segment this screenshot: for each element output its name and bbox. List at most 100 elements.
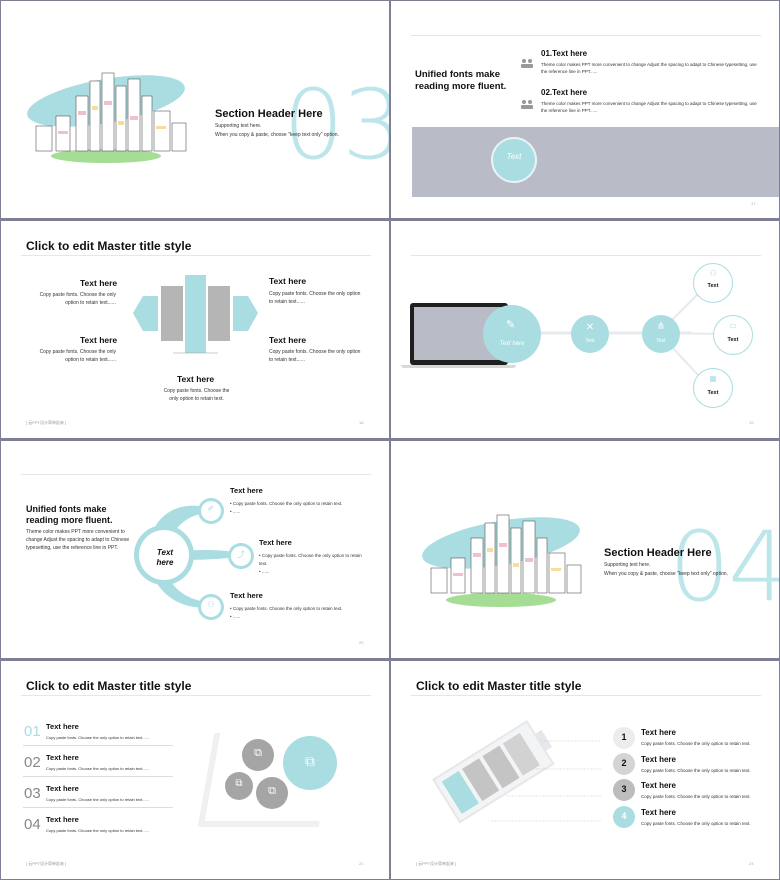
page-number: 23 bbox=[749, 861, 754, 866]
item2-title: Text here bbox=[46, 753, 79, 762]
item3-body: Copy paste fonts. Choose the only option… bbox=[46, 797, 149, 802]
slide-23[interactable]: Click to edit Master title style 1 Text … bbox=[391, 661, 779, 879]
page-number: 18 bbox=[359, 420, 364, 425]
circle-left[interactable] bbox=[225, 772, 253, 800]
item3-bullet2: • ...... bbox=[230, 614, 241, 619]
block2-body: Copy paste fonts. Choose the only option… bbox=[269, 291, 361, 305]
battery-illustration bbox=[432, 720, 555, 824]
item4-title: Text here bbox=[641, 808, 676, 817]
text-circle[interactable] bbox=[491, 137, 537, 183]
item2-bullet: • Copy paste fonts. Choose the only opti… bbox=[259, 553, 362, 566]
growth-icon: ⤴ bbox=[237, 550, 245, 559]
slide-17[interactable]: Unified fonts make reading more fluent. … bbox=[391, 1, 779, 218]
slide-19[interactable]: ✎ Text here ✕ Text ⋔ Text ⚇ Text ▭ Text … bbox=[391, 221, 779, 438]
section-note: When you copy & paste, choose "keep text… bbox=[604, 571, 728, 577]
car-icon: ▭ bbox=[729, 321, 737, 330]
page-number: 22 bbox=[359, 861, 364, 866]
section-title: Section Header Here bbox=[604, 547, 712, 559]
node-people[interactable] bbox=[693, 263, 733, 303]
hexagon-diagram bbox=[133, 275, 258, 354]
building-icon: ▦ bbox=[709, 374, 717, 383]
section-number: 03 bbox=[283, 69, 389, 181]
item1-body: Copy paste fonts. Choose the only option… bbox=[46, 735, 149, 740]
laptop-base bbox=[401, 365, 516, 368]
people-icon bbox=[520, 96, 534, 109]
section-number: 04 bbox=[669, 511, 779, 623]
block4-body: Copy paste fonts. Choose the only option… bbox=[269, 349, 361, 363]
slide5-heading: Unified fonts make reading more fluent. bbox=[26, 504, 113, 525]
number-04: 04 bbox=[24, 816, 41, 833]
step-2-num: 2 bbox=[621, 758, 627, 768]
node-tools[interactable] bbox=[571, 315, 609, 353]
step-1-num: 1 bbox=[621, 732, 627, 742]
people-icon: ⚇ bbox=[709, 269, 717, 278]
item2-body: Copy paste fonts. Choose the only option… bbox=[641, 768, 751, 773]
item1-title: 01.Text here bbox=[541, 49, 588, 58]
item3-title: Text here bbox=[641, 781, 676, 790]
main-node-label: Text here bbox=[499, 341, 525, 347]
item1-body: Theme color makes PPT more convenient to… bbox=[541, 62, 757, 74]
node-people-label: Text bbox=[707, 283, 719, 289]
block5-title: Text here bbox=[177, 374, 215, 384]
step-2-circle[interactable] bbox=[613, 753, 635, 775]
step-3-circle[interactable] bbox=[613, 779, 635, 801]
slide-section-04[interactable]: 04 Section Header Here Supporting text h… bbox=[391, 441, 779, 658]
section-subtitle: Supporting text here. bbox=[215, 123, 262, 129]
item1-bullet: • Copy paste fonts. Choose the only opti… bbox=[230, 501, 343, 506]
slide-title: Click to edit Master title style bbox=[416, 679, 582, 693]
slide-22[interactable]: Click to edit Master title style 01 Text… bbox=[1, 661, 389, 879]
item3-title: Text here bbox=[46, 784, 79, 793]
node-car[interactable] bbox=[713, 315, 753, 355]
item1-title: Text here bbox=[46, 722, 79, 731]
step-3-num: 3 bbox=[621, 784, 627, 794]
node-branch[interactable] bbox=[642, 315, 680, 353]
main-node[interactable] bbox=[483, 305, 541, 363]
gray-banner bbox=[412, 127, 779, 197]
item4-body: Copy paste fonts. Choose the only option… bbox=[641, 821, 751, 826]
node-building[interactable] bbox=[693, 368, 733, 408]
item3-body: Copy paste fonts. Choose the only option… bbox=[641, 794, 751, 799]
slide-title: Click to edit Master title style bbox=[26, 239, 192, 253]
number-03: 03 bbox=[24, 785, 41, 802]
node-tools-label: Text bbox=[585, 338, 595, 344]
branch-icon: ⋔ bbox=[656, 321, 666, 332]
tree-center-label: Text here bbox=[156, 548, 174, 567]
item3-bullet: • Copy paste fonts. Choose the only opti… bbox=[230, 606, 343, 611]
slide2-heading: Unified fonts make reading more fluent. bbox=[415, 69, 507, 92]
block4-title: Text here bbox=[269, 335, 307, 345]
block3-body: Copy paste fonts. Choose the only option… bbox=[39, 349, 116, 363]
footer-text: [ 云PPT设计简单起来 ] bbox=[26, 420, 67, 425]
block2-title: Text here bbox=[269, 276, 307, 286]
large-circle[interactable] bbox=[283, 736, 337, 790]
paint-icon: ✐ bbox=[207, 504, 215, 513]
section-title: Section Header Here bbox=[215, 108, 323, 120]
step-1-circle[interactable] bbox=[613, 727, 635, 749]
circle-bottom[interactable] bbox=[256, 777, 288, 809]
slide-18[interactable]: Click to edit Master title style Text he… bbox=[1, 221, 389, 438]
slide-20[interactable]: Unified fonts make reading more fluent. … bbox=[1, 441, 389, 658]
pencil-icon: ✎ bbox=[506, 319, 516, 331]
item1-body: Copy paste fonts. Choose the only option… bbox=[641, 741, 751, 746]
city-illustration bbox=[27, 72, 187, 163]
people-icon: ⚇ bbox=[207, 600, 215, 609]
slide-section-03[interactable]: 03 Section Header Here Supporting text h… bbox=[1, 1, 389, 218]
text-circle-label: Text bbox=[506, 152, 522, 161]
circle-top[interactable] bbox=[242, 739, 274, 771]
step-4-circle[interactable] bbox=[613, 806, 635, 828]
tree-diagram bbox=[134, 498, 254, 620]
number-02: 02 bbox=[24, 754, 41, 771]
item2-body: Theme color makes PPT more convenient to… bbox=[541, 101, 757, 113]
city-illustration bbox=[422, 514, 582, 607]
page-number: 17 bbox=[751, 201, 756, 206]
item4-body: Copy paste fonts. Choose the only option… bbox=[46, 828, 149, 833]
node-car-label: Text bbox=[727, 337, 739, 343]
block5-body: Copy paste fonts. Choose the only option… bbox=[163, 388, 230, 402]
number-01: 01 bbox=[24, 723, 41, 740]
item2-bullet2: • ...... bbox=[259, 569, 270, 574]
devices-icon: ⧉ bbox=[254, 747, 262, 759]
section-note: When you copy & paste, choose "keep text… bbox=[215, 132, 339, 138]
page-number: 20 bbox=[359, 640, 364, 645]
block1-title: Text here bbox=[80, 278, 118, 288]
devices-icon: ⧉ bbox=[305, 753, 315, 769]
tools-icon: ✕ bbox=[585, 322, 595, 333]
